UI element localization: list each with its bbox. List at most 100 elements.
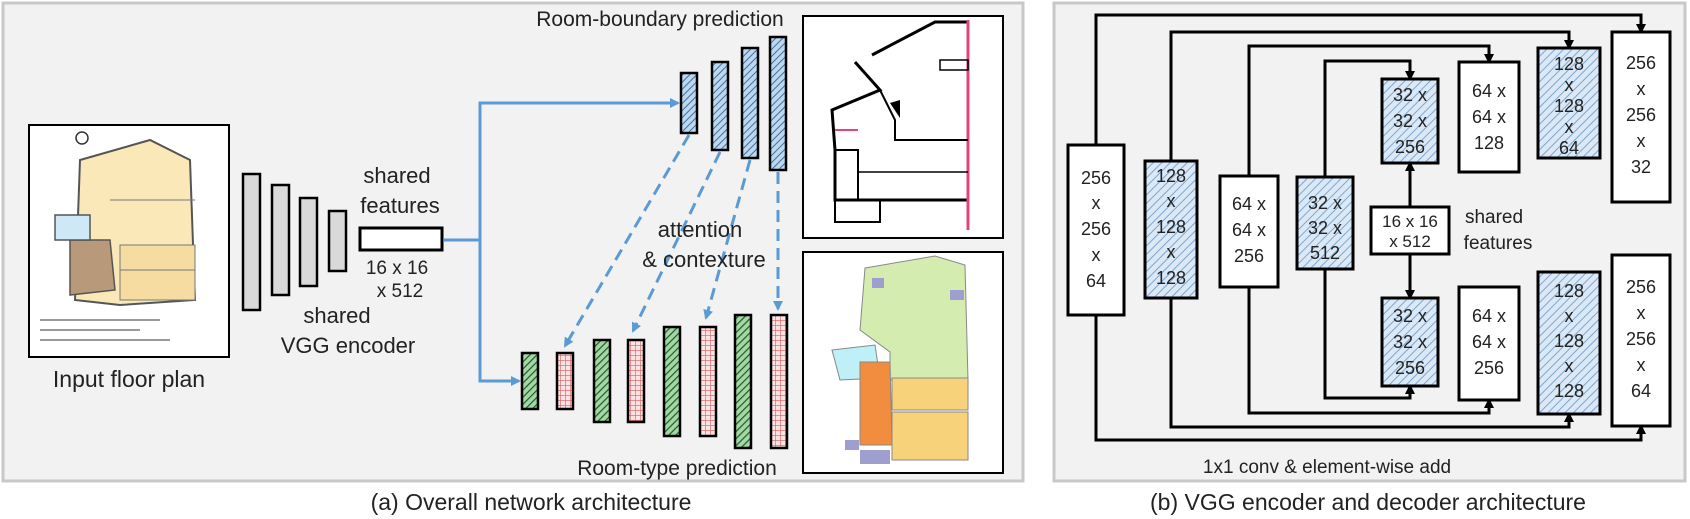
boundary-layer-2: [710, 60, 730, 152]
boundary-layer-3: [740, 46, 760, 160]
enc2-line1: 128: [1156, 166, 1186, 186]
type-layer-1: [520, 351, 540, 411]
bdec3-line4: x: [1565, 356, 1574, 376]
enc1-line4: x: [1092, 245, 1101, 265]
tdec4-line4: x: [1637, 131, 1646, 151]
tdec1-line2: 32 x: [1393, 111, 1427, 131]
bdec3-line2: x: [1565, 306, 1574, 326]
center-block-line2: x 512: [1389, 232, 1431, 251]
tdec1-line1: 32 x: [1393, 85, 1427, 105]
tdec3-line4: x: [1565, 117, 1574, 137]
encoder-layer-1: [241, 172, 262, 312]
tdec4-line1: 256: [1626, 53, 1656, 73]
shared-features-block: [358, 226, 444, 252]
encoder-layer-2: [270, 183, 291, 297]
bdec4-line2: x: [1637, 303, 1646, 323]
type-layer-8: [769, 313, 789, 450]
tdec3-line3: 128: [1554, 96, 1584, 116]
bdec3-line1: 128: [1554, 281, 1584, 301]
bottom-decoder-blocks: [1380, 253, 1672, 428]
type-layer-4: [626, 338, 646, 424]
enc1-line5: 64: [1086, 271, 1106, 291]
bdec4-line1: 256: [1626, 277, 1656, 297]
boundary-title: Room-boundary prediction: [536, 8, 783, 31]
type-layer-7: [733, 313, 753, 450]
encoder-blocks: [1066, 143, 1355, 317]
caption-panel-b: (b) VGG encoder and decoder architecture: [1150, 489, 1586, 515]
type-layer-3: [592, 338, 612, 424]
arrow-to-type-decoder: [478, 240, 521, 386]
tdec2-line2: 64 x: [1472, 107, 1506, 127]
boundary-layer-1: [679, 71, 699, 135]
shared-features-label-line2: features: [360, 193, 440, 218]
enc2-line2: x: [1167, 191, 1176, 211]
type-layer-6: [698, 325, 718, 438]
bottom-decoder-block-1: [1380, 296, 1440, 388]
encoder-block-2: [1143, 159, 1199, 300]
type-title: Room-type prediction: [577, 457, 777, 480]
bdec3-line3: 128: [1554, 331, 1584, 351]
input-floor-plan-label: Input floor plan: [53, 366, 205, 392]
tdec4-line2: x: [1637, 79, 1646, 99]
shared-features-size-line1: 16 x 16: [366, 258, 428, 279]
shared-vgg-encoder: [241, 172, 348, 312]
conv-add-label: 1x1 conv & element-wise add: [1203, 457, 1451, 478]
input-floor-plan-image: [28, 124, 230, 358]
bdec1-line1: 32 x: [1393, 306, 1427, 326]
bdec4-line4: x: [1637, 355, 1646, 375]
encoder-label-line1: shared: [303, 303, 370, 328]
encoder-layer-3: [298, 196, 319, 288]
type-decoder: [520, 313, 789, 450]
bdec2-line1: 64 x: [1472, 306, 1506, 326]
enc3-line1: 64 x: [1232, 194, 1266, 214]
center-block-line1: 16 x 16: [1382, 212, 1438, 231]
encoder-block-1: [1066, 143, 1126, 317]
attention-label-line2: & contexture: [642, 247, 766, 272]
tdec4-line3: 256: [1626, 105, 1656, 125]
bdec4-line5: 64: [1631, 381, 1651, 401]
shared-label-line1: shared: [1465, 207, 1523, 228]
bdec2-line2: 64 x: [1472, 332, 1506, 352]
enc2-line3: 128: [1156, 217, 1186, 237]
top-decoder-block-4: [1610, 30, 1672, 204]
enc4-line1: 32 x: [1308, 193, 1342, 213]
shared-features-size-line2: x 512: [377, 281, 423, 302]
encoder-block-4: [1295, 175, 1355, 271]
encoder-layer-4: [327, 209, 348, 273]
boundary-layer-4: [768, 35, 788, 172]
tdec2-line1: 64 x: [1472, 81, 1506, 101]
attention-arrows: [563, 134, 783, 348]
shared-features-label-line1: shared: [363, 163, 430, 188]
bottom-decoder-block-3: [1536, 270, 1602, 416]
enc1-line1: 256: [1081, 168, 1111, 188]
boundary-decoder: [679, 35, 788, 172]
tdec2-line3: 128: [1474, 133, 1504, 153]
bdec1-line2: 32 x: [1393, 332, 1427, 352]
tdec4-line5: 32: [1631, 157, 1651, 177]
type-layer-2: [555, 351, 575, 411]
top-decoder-block-1: [1380, 77, 1440, 165]
enc4-line2: 32 x: [1308, 218, 1342, 238]
enc3-line3: 256: [1234, 246, 1264, 266]
top-decoder-block-2: [1457, 60, 1521, 174]
bdec1-line3: 256: [1395, 358, 1425, 378]
shared-label-line2: features: [1464, 233, 1533, 254]
tdec3-line2: x: [1565, 75, 1574, 95]
bdec4-line3: 256: [1626, 329, 1656, 349]
enc2-line5: 128: [1156, 268, 1186, 288]
tdec1-line3: 256: [1395, 137, 1425, 157]
tdec3-line5: 64: [1559, 138, 1579, 158]
enc1-line2: x: [1092, 193, 1101, 213]
type-output-image: [802, 251, 1004, 474]
tdec3-line1: 128: [1554, 54, 1584, 74]
enc2-line4: x: [1167, 242, 1176, 262]
bottom-decoder-block-4: [1610, 253, 1672, 428]
bottom-decoder-block-2: [1457, 285, 1521, 402]
branch-arrows: [444, 98, 680, 386]
skip-connections: [1094, 13, 1646, 442]
boundary-output-image: [802, 15, 1004, 239]
attention-label-line1: attention: [658, 217, 742, 242]
arrow-to-boundary-decoder: [444, 98, 680, 242]
top-decoder-blocks: [1380, 30, 1672, 204]
